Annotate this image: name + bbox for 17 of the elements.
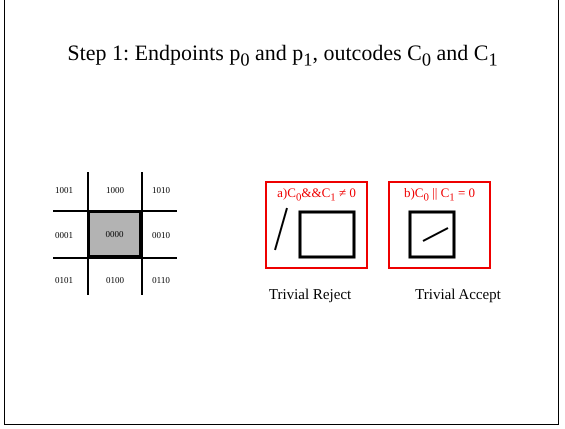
case-caption: Trivial Reject: [268, 287, 352, 304]
region-code: 1000: [105, 185, 125, 195]
condition-text: b)C$_{0}$ || C$_{1}$ = 0: [402, 185, 476, 204]
region-code: 0110: [151, 275, 171, 285]
region-code: 0000: [106, 229, 124, 239]
clip-window: [88, 211, 142, 258]
slide-title: Step 1: Endpoints p$_{0}$ and p$_{1}$, outcodes C$_{0}$ and C$_{1}$: [66, 39, 499, 72]
region-code: 1010: [151, 185, 171, 195]
region-code: 0010: [151, 230, 171, 240]
case-panel: [388, 181, 491, 269]
condition-text: a)C$_{0}$&&C$_{1}$ ≠ 0: [276, 185, 357, 204]
region-code: 0001: [54, 230, 74, 240]
region-code: 0101: [54, 275, 74, 285]
region-code: 0100: [105, 275, 125, 285]
case-caption: Trivial Accept: [415, 287, 501, 304]
region-code: 1001: [54, 185, 74, 195]
case-panel: [265, 181, 368, 269]
